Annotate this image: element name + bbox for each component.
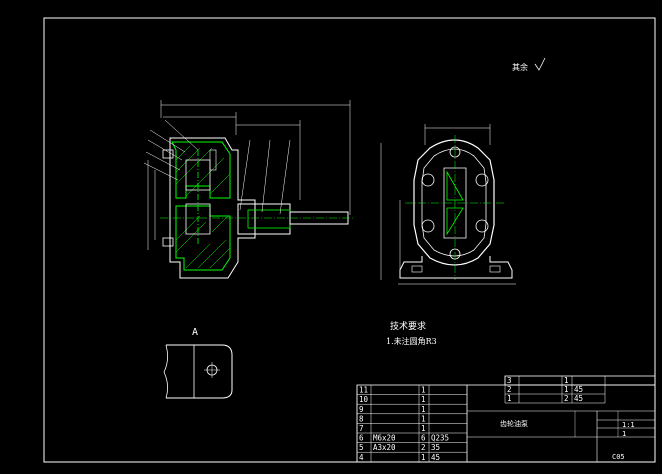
bom-cell-no: 5 [359,443,364,452]
bom-cell-qty: 1 [421,424,426,433]
bom-cell-no: 6 [359,434,364,443]
side-view [380,124,516,285]
bom-row: 10 1 [357,395,467,405]
scale-value: 1:1 [622,421,635,429]
bom-row: 5 A3x20 2 35 [357,443,467,453]
bom-cell-name: M6x20 [373,434,396,443]
drawing-title: 齿轮油泵 [500,419,528,428]
drawing-border [43,17,656,463]
bom-row: 4 1 45 [357,453,467,463]
view-a-label: A [192,327,198,338]
bom-cell-no: 8 [359,414,364,423]
bom-cell-qty: 1 [421,386,426,395]
bom-cell-no: 7 [359,424,364,433]
bom-cell-qty: 1 [564,385,569,394]
bom-cell-no: 10 [359,395,369,404]
bom-cell-qty: 1 [421,414,426,423]
bom-cell-qty: 1 [421,453,426,462]
bom-cell-material: 45 [431,453,440,462]
bom-cell-no: 11 [359,386,368,395]
sheet-value: 1 [622,430,626,438]
bom-cell-qty: 1 [421,405,426,414]
bom-cell-material: 45 [574,385,583,394]
tech-req-line-1: 1.未注圆角R3 [386,336,437,346]
bom-cell-no: 2 [507,385,512,394]
bom-cell-no: 9 [359,405,364,414]
detail-view-a: A [163,327,233,399]
bom-cell-no: 3 [507,376,512,385]
bom-row: 2 1 45 [505,385,605,395]
bom-row: 1 2 45 [505,394,605,404]
bom-cell-qty: 1 [421,395,426,404]
bom-cell-no: 1 [507,394,512,403]
bom-cell-name: A3x20 [373,443,396,452]
roughness-note: 其余 [512,57,546,72]
front-section-view [143,100,355,279]
bom-cell-material: 35 [431,443,440,452]
bom-cell-material: Q235 [431,434,449,443]
roughness-note-text: 其余 [512,62,528,72]
bom-cell-qty: 2 [421,443,426,452]
bom-row: 6 M6x20 6 Q235 [357,434,467,443]
bom-cell-material: 45 [574,394,583,403]
drawing-number: C05 [612,453,625,461]
bom-cell-qty: 6 [421,434,426,443]
bom-cell-no: 4 [359,453,364,462]
technical-requirements: 技术要求 1.未注圆角R3 [386,320,437,346]
tech-req-title: 技术要求 [390,320,426,332]
bom-cell-qty: 1 [564,376,569,385]
bom-cell-qty: 2 [564,394,569,403]
